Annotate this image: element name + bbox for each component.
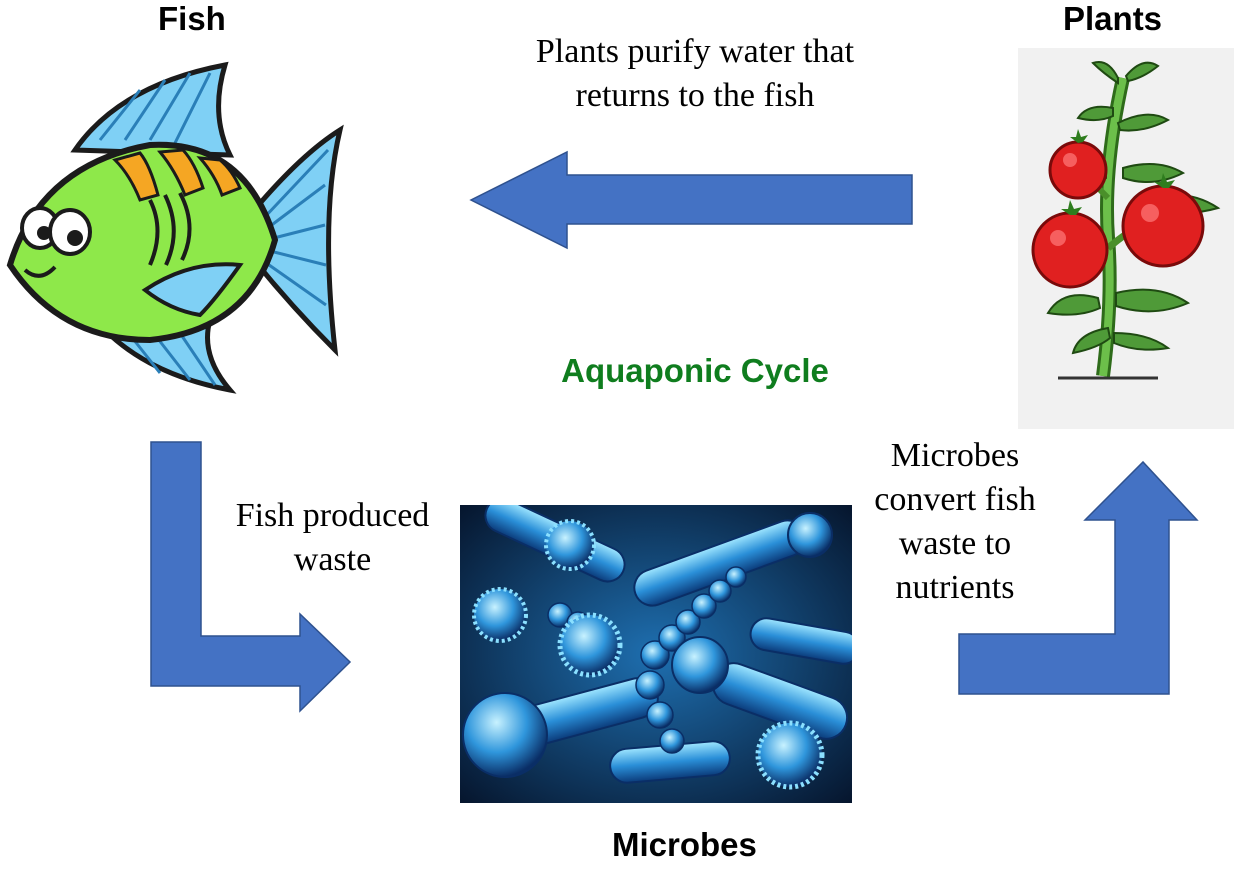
fish-to-microbes-caption: Fish produced waste [215, 494, 450, 582]
caption-line: convert fish [874, 481, 1036, 518]
caption-line: Plants purify water that [535, 33, 855, 70]
plants-node-title: Plants [1063, 0, 1163, 37]
left-arrow-icon [469, 150, 913, 250]
microbes-photo-icon [460, 505, 852, 803]
caption-line: returns to the fish [575, 77, 815, 114]
microbes-to-plants-caption: Microbes convert fish waste to nutrients [860, 434, 1050, 610]
microbes-node-title: Microbes [612, 826, 757, 863]
caption-line: Microbes [890, 437, 1020, 474]
caption-line: waste to [898, 525, 1012, 562]
caption-line: Fish produced [235, 497, 430, 534]
plants-to-fish-caption: Plants purify water that returns to the … [500, 30, 890, 118]
fish-node-title: Fish [158, 0, 226, 37]
tomato-plant-illustration-icon [1018, 48, 1234, 429]
caption-line: waste [293, 541, 372, 578]
cycle-title: Aquaponic Cycle [561, 352, 829, 389]
bent-arrow-up-right-icon [958, 460, 1199, 695]
bent-arrow-down-right-icon [150, 441, 352, 713]
fish-illustration-icon [6, 61, 344, 394]
caption-line: nutrients [895, 569, 1015, 606]
